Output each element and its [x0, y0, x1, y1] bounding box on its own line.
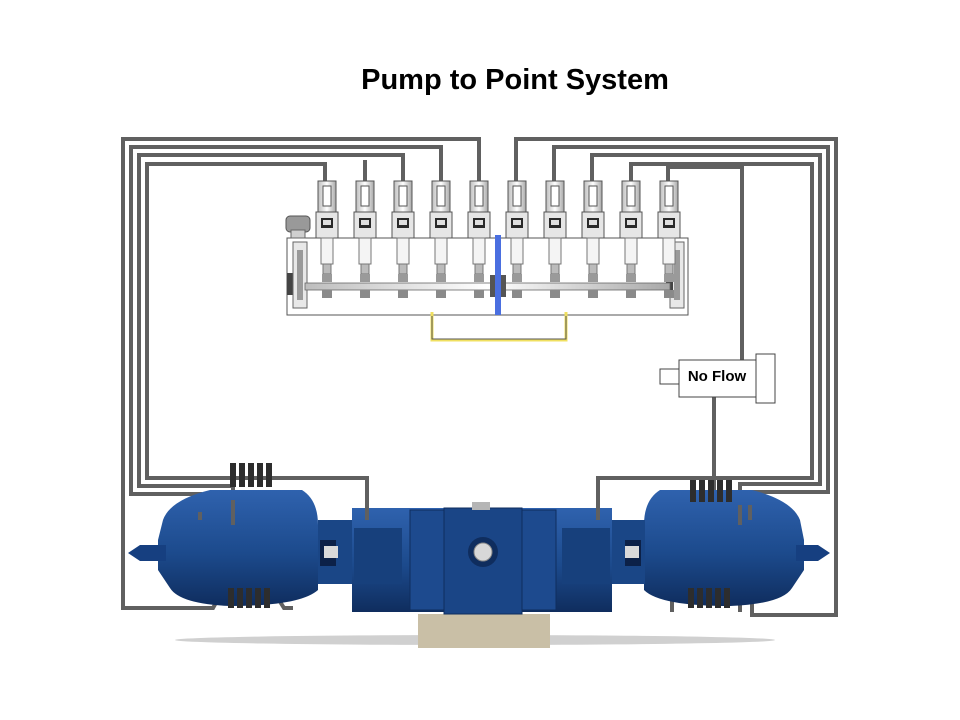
- divider-valve: [619, 180, 643, 298]
- divider-frame: [286, 237, 689, 316]
- line-right-4: [596, 162, 814, 505]
- divider-valve: [543, 180, 567, 298]
- no-flow-switch: [659, 353, 776, 404]
- pump-assembly: [128, 463, 830, 648]
- divider-valve: [391, 180, 415, 298]
- divider-valve: [657, 180, 681, 298]
- line-right-1: [514, 137, 838, 617]
- crossover-loop: [430, 312, 568, 342]
- divider-valve: [505, 180, 529, 298]
- diagram-title: Pump to Point System: [361, 64, 669, 96]
- line-left-4: [121, 137, 481, 610]
- divider-valve: [467, 180, 491, 298]
- divider-valve: [429, 180, 453, 298]
- valve-covers-left-bottom: [228, 588, 270, 608]
- divider-valve: [315, 180, 339, 298]
- center-divider-marker: [495, 235, 501, 315]
- line-left-2: [137, 153, 405, 500]
- pump-base: [418, 614, 550, 648]
- no-flow-label: No Flow: [687, 368, 747, 385]
- line-left-1: [145, 162, 369, 505]
- end-cap-left: [285, 215, 311, 309]
- divider-valve: [353, 180, 377, 298]
- divider-shaft: [304, 282, 671, 291]
- valve-covers-right-bottom: [688, 588, 730, 608]
- line-right-5: [666, 165, 744, 360]
- valve-covers-left-top: [230, 463, 272, 487]
- valve-covers-right-top: [690, 480, 732, 502]
- fluid-end-right: [644, 490, 804, 606]
- line-right-3: [590, 153, 822, 505]
- divider-valve-block: [285, 180, 689, 342]
- divider-valve: [581, 180, 605, 298]
- lubrication-lines: [121, 137, 838, 617]
